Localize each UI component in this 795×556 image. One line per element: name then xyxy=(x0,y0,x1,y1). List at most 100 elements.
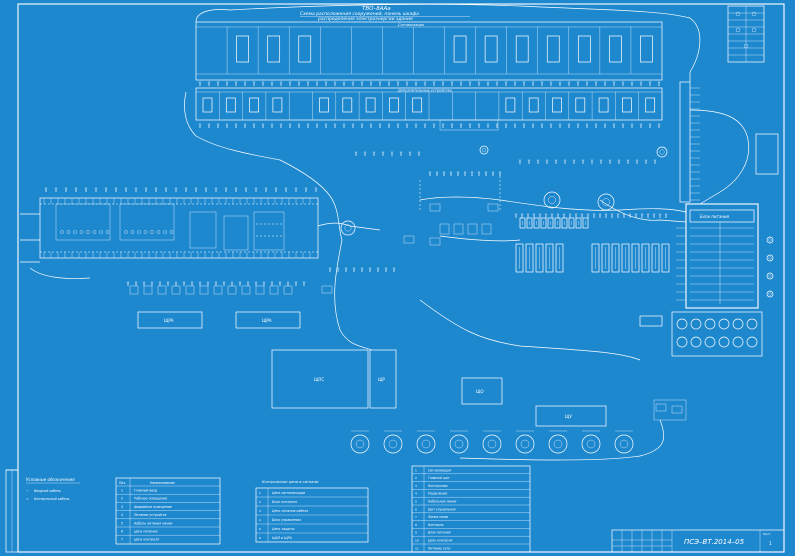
relay xyxy=(545,243,554,273)
breaker xyxy=(577,35,591,63)
spec-right-row: Разделение xyxy=(428,492,447,496)
spec-mid-num: 2 xyxy=(259,500,261,504)
breaker xyxy=(575,97,586,113)
breaker xyxy=(319,97,329,113)
main-cabinet xyxy=(685,203,759,309)
indicator-lamp xyxy=(718,318,730,330)
spec-right-row: Блок питания xyxy=(428,531,451,535)
small-box xyxy=(639,315,663,327)
box-b6 xyxy=(535,405,607,427)
spec-right-num: 7 xyxy=(415,515,417,519)
breaker xyxy=(202,97,213,113)
spec-left-name: Главный ввод xyxy=(134,489,158,493)
relay xyxy=(631,243,640,273)
relay xyxy=(661,243,670,273)
spec-table-right xyxy=(411,465,531,553)
spec-right-num: 4 xyxy=(415,492,417,496)
spec-left-pos: 2 xyxy=(121,497,123,501)
spec-right-row: Главный щит xyxy=(428,476,450,480)
spec-left-head-1: Поз. xyxy=(119,481,126,485)
indicator-panel xyxy=(671,311,763,357)
breaker xyxy=(609,35,622,63)
spec-right-row: Кабельная линия xyxy=(428,500,456,504)
spec-right-num: 3 xyxy=(415,484,417,488)
breaker xyxy=(598,97,609,113)
spec-right-row: Сигнализация xyxy=(428,468,451,472)
relay xyxy=(515,243,524,273)
sheet-label: Лист xyxy=(763,532,771,536)
relay xyxy=(591,243,600,273)
relay xyxy=(621,243,630,273)
breaker xyxy=(515,35,529,63)
box-b6-label: ЩУ xyxy=(565,414,572,419)
breaker xyxy=(622,97,632,113)
spec-right-num: 11 xyxy=(415,546,419,550)
indicator-lamp xyxy=(690,318,702,330)
sheet-number: 1 xyxy=(769,541,772,547)
meter-dial xyxy=(449,434,469,454)
breaker xyxy=(640,35,653,63)
spec-right-row: Питание сети xyxy=(428,546,450,550)
breaker xyxy=(249,97,259,113)
spec-right-row: Щит управления xyxy=(428,507,456,511)
spec-mid-num: 5 xyxy=(259,527,261,531)
spec-left-name: Цепь питания xyxy=(134,530,158,534)
relay xyxy=(525,243,534,273)
box-b3-label: ЩПС xyxy=(314,377,324,382)
spec-right-row: Контроллер xyxy=(428,484,448,488)
spec-right-num: 6 xyxy=(415,507,417,511)
spec-left-pos: 7 xyxy=(121,538,123,542)
relay xyxy=(535,243,544,273)
relay xyxy=(575,217,582,229)
spec-left-name: Цепь контроля xyxy=(134,538,159,542)
legend-mark: ~ xyxy=(26,489,29,493)
breaker xyxy=(528,97,539,113)
header-line1: Схема расположения сооружений, панель шк… xyxy=(300,11,419,17)
box-b5 xyxy=(461,377,503,405)
indicator-lamp xyxy=(766,272,774,280)
drawing-number: ПСЭ–ВТ.2014–05 xyxy=(684,538,745,546)
indicator-lamp xyxy=(732,318,744,330)
spec-mid-row: Цепь сигнализации xyxy=(272,491,305,495)
relay xyxy=(582,217,589,229)
meter-dial xyxy=(416,434,436,454)
cabinet-label: Блок питания xyxy=(700,214,730,219)
relay xyxy=(611,243,620,273)
legend-mark: = xyxy=(26,497,29,501)
spec-right-num: 2 xyxy=(415,476,417,480)
spec-mid-row: Блок управления xyxy=(272,518,301,522)
spec-mid-row: Цепь защиты xyxy=(272,527,295,531)
indicator-lamp xyxy=(597,193,615,211)
spec-right-num: 10 xyxy=(415,539,419,543)
spec-mid-num: 6 xyxy=(259,536,261,540)
indicator-lamp xyxy=(746,336,758,348)
relay xyxy=(651,243,660,273)
spec-mid-row: Цепь питания кабеля xyxy=(272,509,308,513)
relay xyxy=(561,217,568,229)
breaker xyxy=(546,35,560,63)
spec-left-name: Кабель питания линии xyxy=(134,521,172,525)
side-box xyxy=(755,133,779,175)
breaker xyxy=(453,35,467,63)
indicator-lamp xyxy=(704,318,716,330)
spec-right-row: Контроль xyxy=(428,523,444,527)
meter-dial xyxy=(515,434,535,454)
terminal-block xyxy=(39,197,319,259)
relay xyxy=(641,243,650,273)
spec-left-head-2: Наименование xyxy=(150,481,175,485)
relay xyxy=(533,217,540,229)
spec-left-pos: 3 xyxy=(121,505,123,509)
indicator-lamp xyxy=(479,145,489,155)
spec-mid-row: ЩАП и ЩРА xyxy=(272,536,292,540)
indicator-lamp xyxy=(656,146,668,158)
relay xyxy=(519,217,526,229)
breaker xyxy=(389,97,399,113)
spec-left-name: Рабочее освещение xyxy=(134,497,167,501)
meter-dial xyxy=(548,434,568,454)
spec-left-name: Аварийное освещение xyxy=(133,505,172,509)
header-code: ТВО–8ААа xyxy=(362,6,391,12)
box-b4-label: ЩР xyxy=(378,377,385,382)
spec-left-name: Питание устройств xyxy=(134,513,167,517)
legend-title: Условные обозначения xyxy=(26,477,75,482)
spec-mid-row: Блок контроля xyxy=(272,500,297,504)
